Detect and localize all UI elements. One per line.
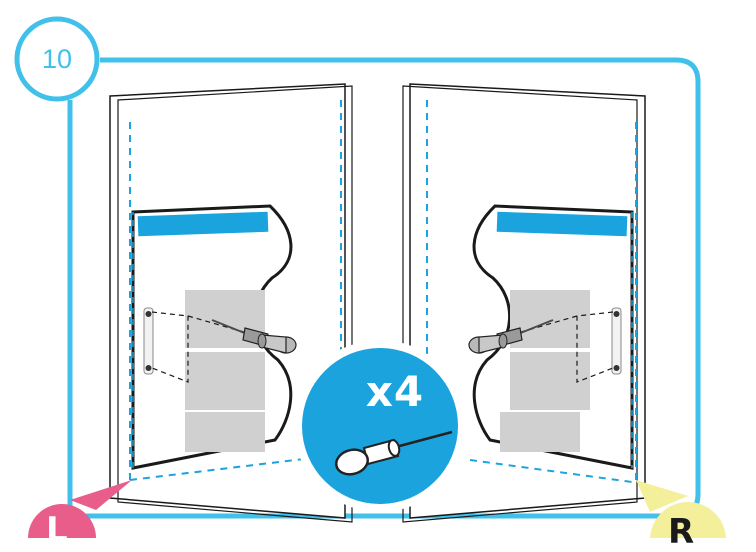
- right-bracket-hole-bottom: [613, 365, 620, 371]
- left-gray-block-2: [185, 352, 265, 410]
- badge-pin-icon: [334, 430, 453, 476]
- right-gray-block-3: [500, 412, 580, 452]
- right-side-marker: [636, 480, 726, 538]
- right-blue-strip: [496, 211, 628, 237]
- assembly-diagram: [14, 16, 726, 538]
- left-bracket-hole-bottom: [145, 365, 152, 371]
- right-panel-sheet: [472, 204, 634, 470]
- left-gray-block-3: [185, 412, 265, 452]
- right-side-label: R: [668, 512, 695, 552]
- right-bracket-plate: [611, 307, 622, 375]
- left-panel-sheet: [131, 204, 293, 470]
- left-guide-lines: [151, 311, 259, 383]
- quantity-label: x4: [365, 367, 425, 416]
- left-bracket-plate: [143, 307, 154, 375]
- left-pin-icon: [211, 319, 297, 354]
- left-side-marker: [28, 480, 132, 538]
- left-side-label: L: [46, 510, 68, 550]
- step-number-badge: [14, 16, 100, 102]
- left-bracket-hole-top: [145, 311, 152, 317]
- quantity-badge: [294, 340, 466, 512]
- left-blue-strip: [137, 211, 269, 237]
- right-pin-icon: [468, 319, 554, 354]
- right-bracket-hole-top: [613, 311, 620, 317]
- right-guide-lines: [506, 311, 614, 383]
